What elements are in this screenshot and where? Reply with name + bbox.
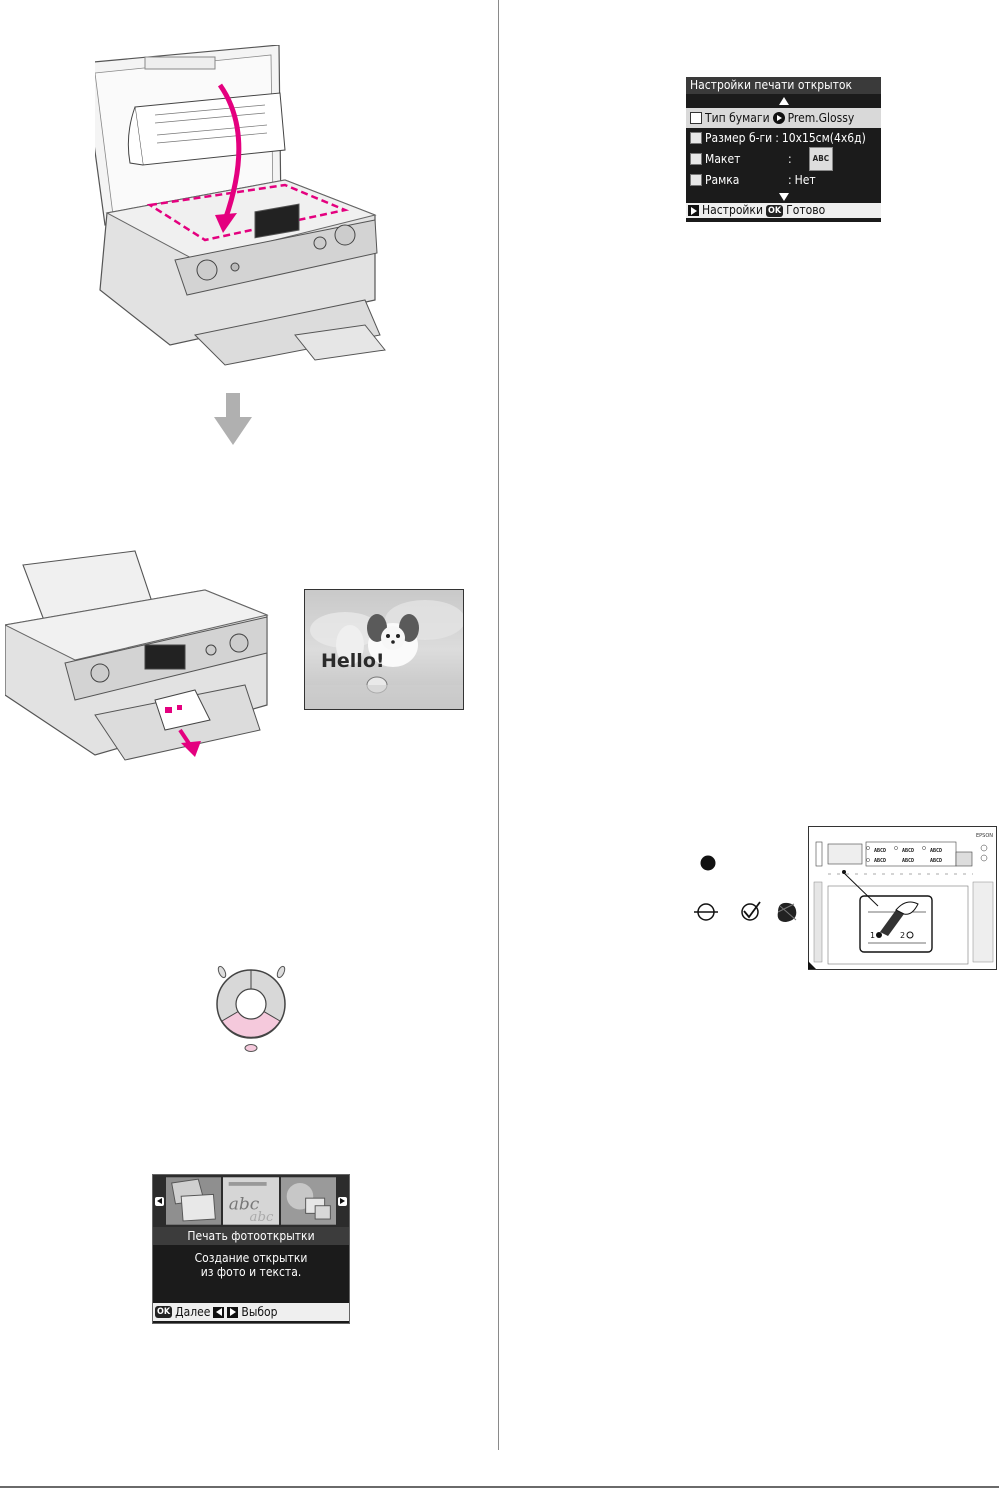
svg-text:2: 2 [900,931,905,940]
postcard-text: Hello! [321,650,385,672]
done-label: Готово [786,203,825,218]
frame-sep: : [788,170,792,190]
paper-type-value: Prem.Glossy [788,108,855,128]
menu-title: Печать фотооткрытки [153,1227,349,1245]
paper-type-icon [690,112,702,124]
setting-paper-type[interactable]: Тип бумаги Prem.Glossy [686,108,881,128]
filled-circle-icon [698,853,718,873]
left-icon [213,1307,224,1318]
carousel-left-icon[interactable] [155,1197,164,1206]
frame-value: Нет [795,170,816,190]
paper-size-icon [690,132,702,144]
layout-sep: : [788,149,792,169]
frame-icon [690,174,702,186]
layout-label: Макет [705,149,785,169]
svg-text:ABCD: ABCD [930,858,942,864]
arrow-right-icon [773,112,785,124]
menu-description: Создание открытки из фото и текста. [153,1245,349,1303]
svg-text:ABCD: ABCD [902,858,914,864]
right-icon [227,1307,238,1318]
thumbnail-3 [281,1176,336,1226]
ok-badge: OK [766,205,783,217]
frame-label: Рамка [705,170,785,190]
column-divider [498,0,499,1450]
menu-description-line1: Создание открытки [153,1251,349,1265]
incorrect-marks-icons [690,898,800,926]
paper-size-label: Размер б-ги [705,128,772,148]
paper-size-value: 10x15см(4x6д) [782,128,866,148]
settings-footer-label: Настройки [702,203,763,218]
mode-carousel[interactable]: abc abc [153,1175,349,1227]
paper-size-sep: : [775,128,779,148]
form-brand: EPSON [976,833,993,839]
svg-text:ABCD: ABCD [874,848,886,854]
select-label: Выбор [241,1303,277,1321]
settings-screen: Настройки печати открыток Тип бумаги Pre… [686,77,881,222]
setting-paper-size[interactable]: Размер б-ги : 10x15см(4x6д) [686,128,881,148]
scroll-up-icon[interactable] [686,94,881,108]
carousel-right-icon[interactable] [338,1197,347,1206]
ok-badge: OK [155,1306,172,1318]
thumbnail-postcard-selected: abc abc [223,1176,280,1226]
settings-footer: Настройки OK Готово [686,203,881,218]
menu-footer: OK Далее Выбор [153,1303,349,1321]
control-pad-icon [210,960,292,1055]
setting-layout[interactable]: Макет : ABC [686,148,881,170]
layout-icon [690,153,702,165]
postcard-preview: Hello! [304,589,464,710]
printer-scanning-illustration [95,45,395,370]
svg-text:1: 1 [870,931,875,940]
setting-frame[interactable]: Рамка : Нет [686,170,881,190]
settings-title: Настройки печати открыток [686,77,881,94]
svg-text:ABCD: ABCD [930,848,942,854]
layout-value-badge: ABC [809,147,833,171]
svg-text:ABCD: ABCD [874,858,886,864]
right-button-icon [688,205,699,216]
bottom-rule [0,1486,999,1488]
scroll-down-icon[interactable] [686,190,881,203]
svg-text:ABCD: ABCD [902,848,914,854]
next-label: Далее [175,1303,210,1321]
paper-type-label: Тип бумаги [705,108,770,128]
menu-screen: abc abc Печать фотооткрытки Создание отк… [152,1174,350,1324]
printer-printing-illustration [5,545,270,765]
order-form-illustration: EPSON ABCD ABCD ABCD ABCD ABCD ABCD 1 2 [808,826,998,971]
thumbnail-1 [166,1176,221,1226]
menu-description-line2: из фото и текста. [153,1265,349,1279]
svg-text:abc: abc [249,1210,273,1225]
down-arrow-icon [214,393,252,445]
